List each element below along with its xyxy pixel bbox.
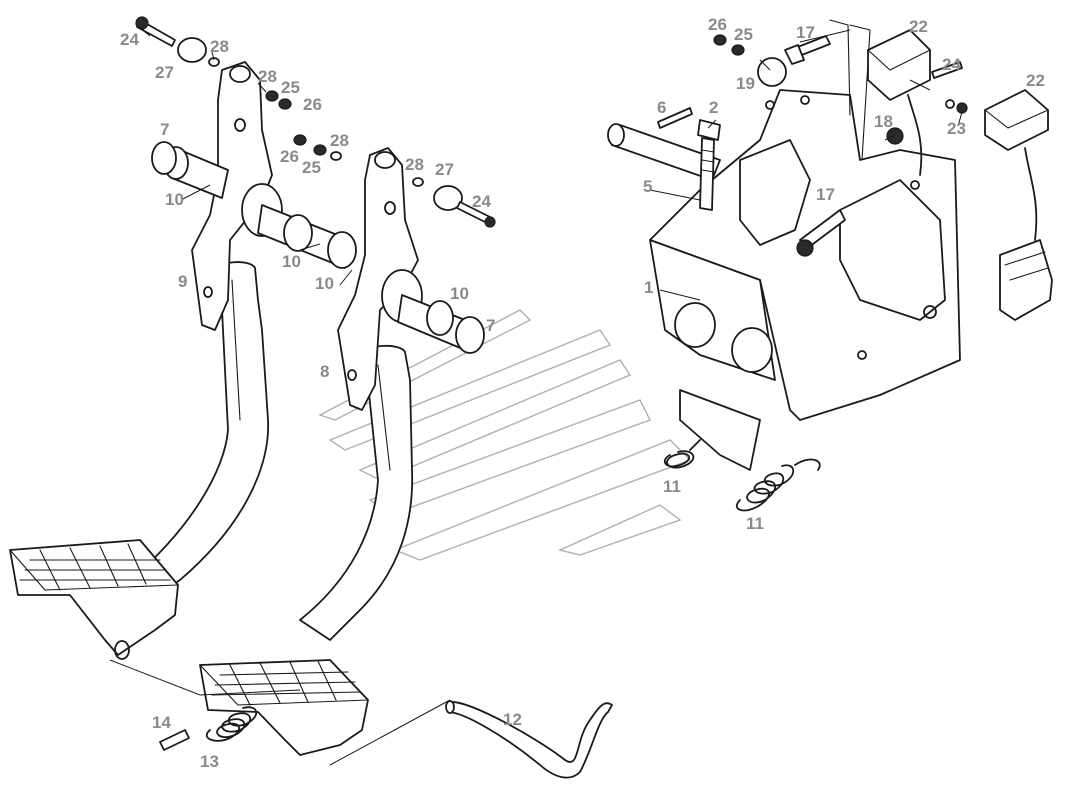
callout-label: 24 [472,192,491,211]
callout-label: 22 [1026,71,1045,90]
callout-label: 27 [435,160,454,179]
callout-label: 11 [746,514,764,533]
callout-label: 9 [178,272,187,291]
callout-label: 24 [942,55,961,74]
callout-label: 1 [644,278,653,297]
callout-label: 11 [663,477,681,496]
callout-label: 26 [708,15,727,34]
pedal-9 [9,61,283,660]
callout-label: 28 [258,67,277,86]
callout-label: 2 [709,98,718,117]
callout-label: 28 [210,37,229,56]
callout-label: 28 [405,155,424,174]
spring-11a [663,439,701,469]
callout-label: 25 [734,25,753,44]
callout-label: 13 [200,752,219,771]
callout-label: 18 [874,112,893,131]
rod-12 [445,700,613,779]
callout-label: 25 [281,78,300,97]
spring-13 [205,706,258,742]
bushing-group-right [397,294,485,354]
callout-label: 7 [160,120,169,139]
callout-label: 7 [486,316,495,335]
bushing-group-left [151,141,357,269]
callout-label: 26 [280,147,299,166]
callout-label: 14 [152,713,171,732]
pin-14 [159,729,190,751]
callout-label: 10 [165,190,184,209]
callout-label: 24 [120,30,139,49]
callout-label: 28 [330,131,349,150]
callout-label: 5 [643,177,652,196]
callout-label: 10 [315,274,334,293]
callout-label: 17 [816,185,835,204]
spring-11b [735,458,821,512]
callout-label: 26 [303,95,322,114]
shaft-5 [607,107,721,211]
leader-lines [109,27,963,766]
callout-labels: 24 28 27 28 25 26 7 28 26 25 28 27 10 24… [120,15,1045,771]
callout-label: 19 [736,74,755,93]
watermark-logo [318,309,692,561]
callout-label: 22 [909,17,928,36]
switch-22b [945,89,1053,321]
callout-label: 12 [503,710,522,729]
callout-label: 8 [320,362,329,381]
callout-label: 10 [282,252,301,271]
callout-label: 17 [796,23,815,42]
callout-label: 23 [947,119,966,138]
callout-label: 6 [657,98,666,117]
callout-label: 27 [155,63,174,82]
callout-label: 10 [450,284,469,303]
callout-label: 25 [302,158,321,177]
hardware-top-right [713,34,904,257]
